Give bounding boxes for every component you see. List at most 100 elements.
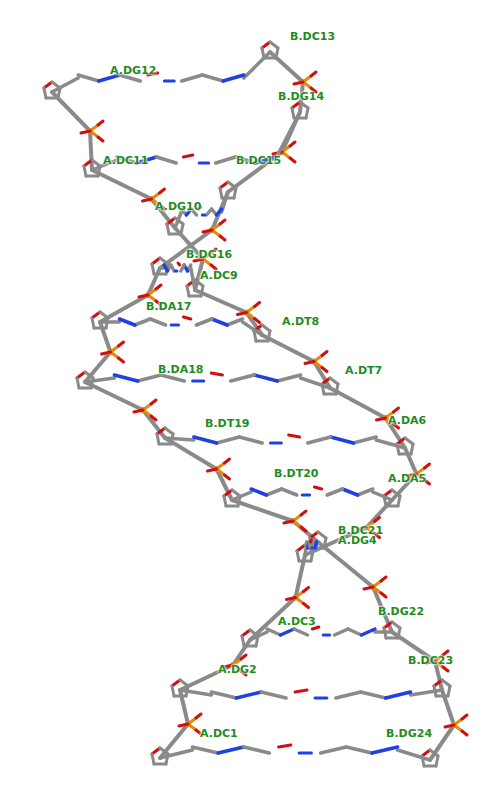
base-ring-stick	[361, 629, 374, 635]
sugar-ring	[310, 538, 312, 548]
residue-label: A.DG12	[110, 64, 156, 77]
backbone-stick	[367, 500, 393, 528]
sugar-ring	[181, 224, 183, 234]
glycosidic-stick	[52, 78, 78, 92]
oxygen-stick	[287, 598, 296, 600]
glycosidic-stick	[275, 112, 300, 160]
sugar-ring	[92, 318, 94, 328]
base-ring-stick	[114, 375, 137, 381]
carbonyl-stick	[295, 690, 307, 692]
residue-label: B.DG16	[186, 248, 232, 261]
residue-label: A.DA5	[388, 472, 426, 485]
oxygen-stick	[160, 189, 165, 193]
glycosidic-stick	[376, 440, 405, 448]
sugar-ring	[324, 538, 326, 548]
base-ring-stick	[342, 489, 357, 495]
base-ring-stick	[236, 692, 261, 698]
sugar-ring	[244, 645, 256, 648]
carbonyl-stick	[309, 540, 313, 542]
sugar-ring	[311, 551, 313, 561]
sugar-ring	[84, 166, 86, 176]
carbonyl-stick	[183, 317, 190, 319]
sugar-ring	[172, 686, 174, 696]
residue-label: B.DA17	[146, 300, 192, 313]
oxygen-stick	[211, 265, 216, 269]
base-ring-stick	[217, 437, 240, 443]
oxygen-stick	[255, 319, 260, 323]
base-ring-stick	[294, 629, 307, 635]
oxygen-stick	[225, 475, 230, 479]
glycosidic-stick	[165, 438, 194, 440]
oxygen-stick	[98, 121, 103, 125]
glycosidic-stick	[85, 378, 114, 382]
glycosidic-stick	[100, 320, 119, 324]
oxygen-stick	[443, 667, 448, 671]
sugar-ring	[306, 108, 308, 118]
residue-label: A.DG4	[338, 534, 377, 547]
sugar-ring	[292, 108, 294, 118]
backbone-stick	[228, 152, 282, 192]
base-ring-stick	[346, 747, 372, 753]
base-ring-stick	[334, 629, 347, 635]
base-ring-stick	[202, 75, 223, 81]
glycosidic-stick	[301, 378, 330, 388]
glycosidic-stick	[232, 492, 251, 500]
sugar-ring	[157, 434, 159, 444]
sugar-ring	[201, 286, 203, 296]
sugar-ring	[448, 686, 450, 696]
base-ring-stick	[358, 489, 373, 495]
amine-stick	[299, 752, 311, 755]
amine-stick	[302, 494, 309, 497]
sugar-ring	[299, 560, 311, 563]
glycosidic-stick	[244, 52, 270, 78]
residue-label: B.DC23	[408, 654, 453, 667]
base-ring-stick	[331, 437, 354, 443]
base-ring-stick	[156, 157, 176, 163]
base-ring-stick	[223, 75, 244, 81]
amine-stick	[310, 547, 314, 550]
carbonyl-stick	[178, 263, 180, 265]
sugar-ring	[44, 88, 46, 98]
sugar-ring	[424, 765, 436, 768]
oxygen-stick	[220, 220, 225, 224]
residue-label: B.DC13	[290, 30, 335, 43]
base-ring-stick	[266, 489, 281, 495]
glycosidic-stick	[160, 750, 192, 758]
amine-stick	[323, 634, 329, 637]
base-ring-stick	[227, 319, 242, 325]
oxygen-stick	[220, 236, 225, 240]
oxygen-stick	[225, 459, 230, 463]
sugar-ring	[324, 393, 336, 396]
carbonyl-stick	[211, 373, 222, 375]
oxygen-stick	[425, 464, 430, 468]
oxygen-stick	[364, 587, 373, 589]
oxygen-stick	[119, 342, 124, 346]
base-ring-stick	[196, 319, 211, 325]
amine-stick	[164, 80, 174, 83]
base-ring-stick	[135, 319, 150, 325]
oxygen-stick	[290, 158, 295, 162]
oxygen-stick	[381, 593, 386, 597]
sugar-ring	[268, 331, 270, 341]
base-ring-stick	[138, 375, 161, 381]
sugar-ring	[154, 763, 166, 766]
sugar-ring	[77, 378, 79, 388]
sugar-ring	[174, 695, 186, 698]
oxygen-stick	[238, 313, 247, 315]
oxygen-stick	[304, 604, 309, 608]
oxygen-stick	[305, 362, 314, 364]
residue-label: A.DC9	[200, 269, 238, 282]
base-ring-stick	[78, 75, 99, 81]
sugar-ring	[152, 264, 154, 274]
oxygen-stick	[151, 400, 156, 404]
sugar-ring	[399, 453, 411, 456]
base-ring-stick	[216, 157, 236, 163]
oxygen-stick	[139, 295, 148, 297]
carbonyl-stick	[279, 745, 291, 747]
base-ring-stick	[119, 319, 134, 325]
sugar-ring	[256, 340, 268, 343]
base-ring-stick	[361, 692, 386, 698]
base-ring-stick	[353, 437, 376, 443]
residue-label: B.DC15	[236, 154, 281, 167]
